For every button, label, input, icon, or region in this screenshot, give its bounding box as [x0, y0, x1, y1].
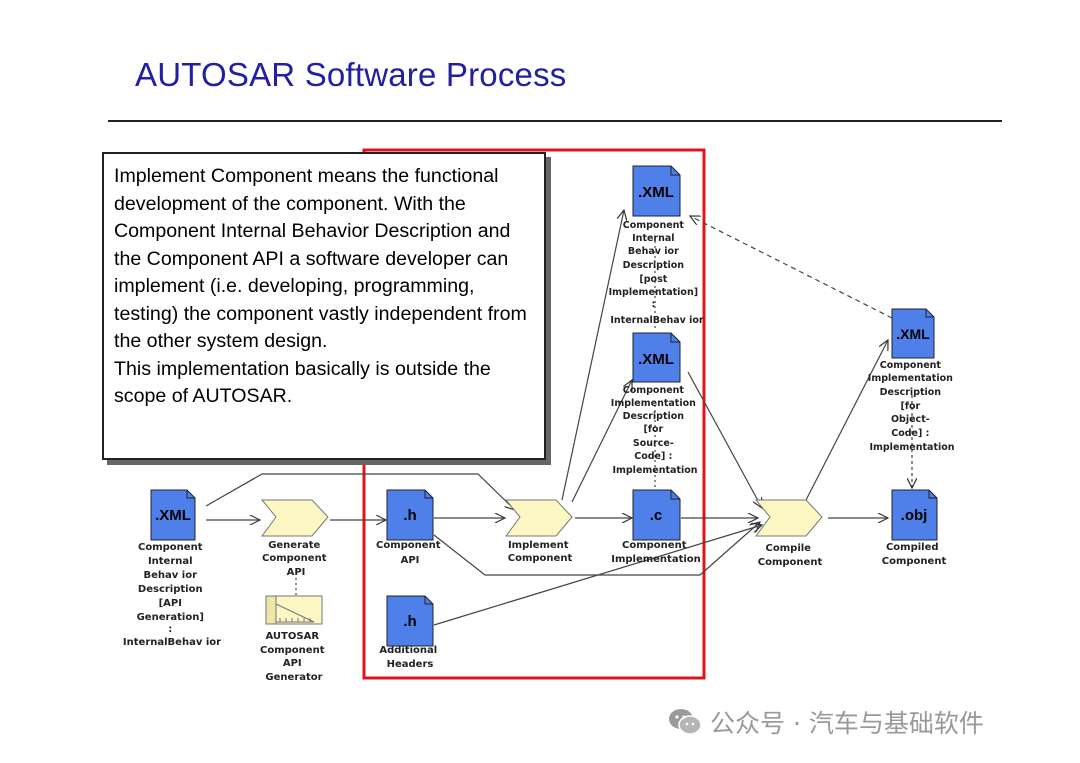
edge-xmlobj-xmlpost: [690, 216, 893, 319]
doc-tag: .XML: [896, 326, 930, 342]
callout-text-2: This implementation basically is outside…: [114, 357, 491, 408]
page-title: AUTOSAR Software Process: [135, 56, 567, 93]
doc-tag: .h: [403, 613, 416, 630]
api-generator-icon: [265, 595, 323, 625]
label-c-impl: Component Implementation: [611, 540, 701, 565]
label-api-generator: AUTOSAR Component API Generator: [260, 631, 328, 683]
label-obj: Compiled Component: [882, 542, 947, 567]
doc-xml-impl-src-icon: .XML: [632, 332, 681, 383]
label-xml-impl-obj: Component Implementation Description [fo…: [868, 360, 956, 453]
doc-xml-internal-icon: .XML: [150, 489, 196, 541]
edge-implement-xml-post: [561, 210, 624, 501]
doc-obj-icon: .obj: [891, 489, 938, 541]
doc-c-impl-icon: .c: [632, 489, 681, 541]
label-implement: Implement Component: [508, 540, 573, 564]
edge-implement-xml-impl: [571, 380, 632, 503]
label-h-component-api: Component API: [376, 540, 444, 566]
edge-compile-xmlobj: [804, 340, 888, 503]
doc-tag: .XML: [638, 184, 674, 201]
connectors: [205, 210, 912, 626]
callout-text: Implement Component means the functional…: [114, 165, 527, 352]
edge-h-compile: [433, 522, 760, 576]
label-xml-internal: Component Internal Behav ior Description…: [123, 542, 221, 648]
doc-h-additional-icon: .h: [386, 595, 434, 647]
edge-xml-implement: [205, 473, 515, 510]
label-xml-post: Component Internal Behav ior Description…: [609, 220, 704, 326]
wechat-icon: [669, 709, 702, 735]
callout-box: Implement Component means the functional…: [102, 152, 546, 460]
label-compile: Compile Component: [758, 543, 823, 568]
edge-xmlimpl-compile: [687, 371, 762, 508]
edge-additional-compile: [433, 525, 762, 626]
title-divider: [108, 120, 1002, 122]
watermark: 公众号 · 汽车与基础软件: [668, 704, 984, 740]
doc-xml-post-icon: .XML: [632, 165, 681, 217]
generate-api-chevron: [260, 499, 329, 537]
doc-h-api-icon: .h: [386, 489, 434, 541]
implement-chevron: [504, 499, 573, 537]
doc-tag: .c: [650, 507, 663, 524]
label-xml-impl-src: Component Implementation Description [fo…: [611, 385, 699, 476]
doc-tag: .obj: [901, 507, 928, 524]
doc-tag: .XML: [155, 507, 191, 524]
label-generate-api: Generate Component API: [262, 540, 330, 578]
watermark-text: 公众号 · 汽车与基础软件: [710, 709, 984, 738]
label-h-additional: Additional Headers: [379, 645, 440, 670]
compile-chevron: [754, 499, 823, 537]
doc-tag: .h: [403, 507, 416, 524]
doc-xml-impl-obj-icon: .XML: [891, 308, 935, 359]
doc-tag: .XML: [638, 351, 674, 368]
